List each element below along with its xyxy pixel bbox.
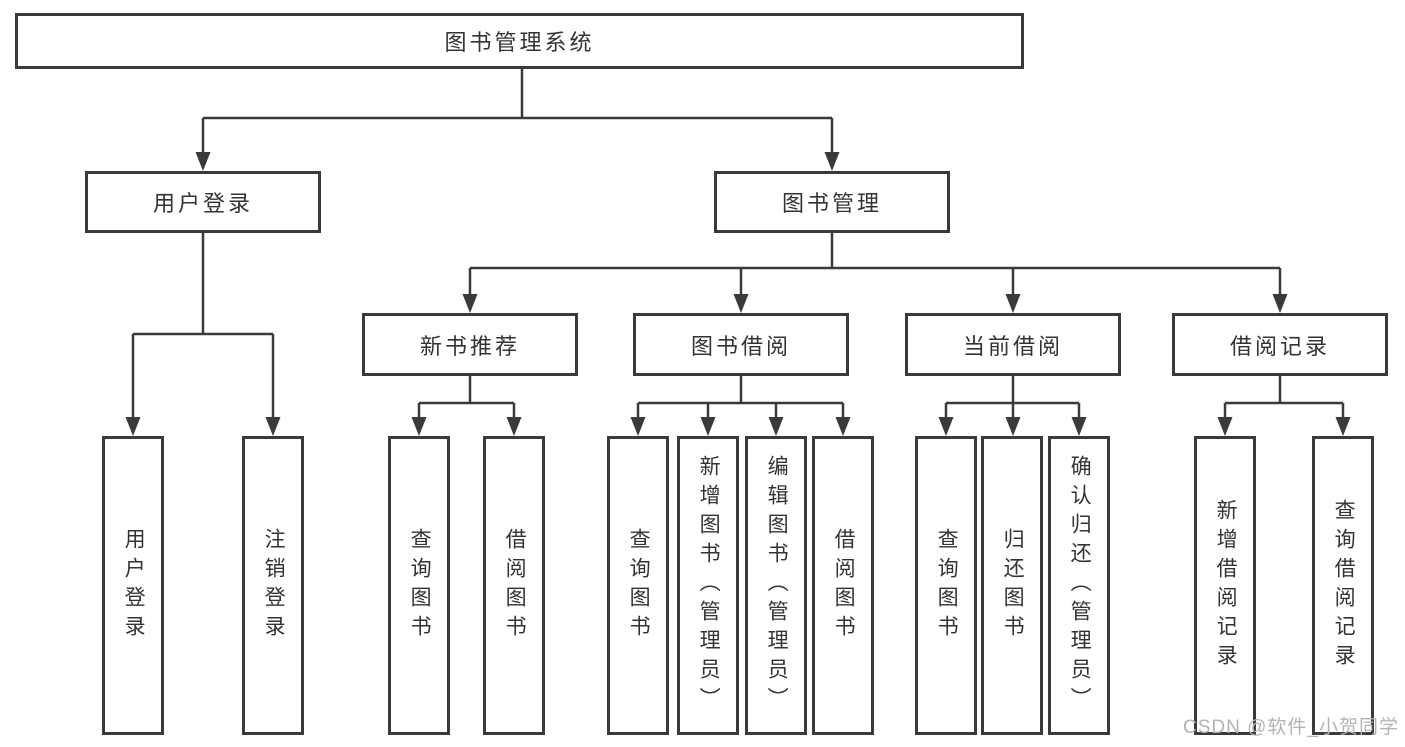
leaf-borrow-books-recommend: 借阅图书 <box>483 436 545 735</box>
node-label: 注销登录 <box>262 527 286 644</box>
leaf-add-books-admin: 新增图书（管理员） <box>677 436 739 735</box>
node-label: 当前借阅 <box>962 333 1063 359</box>
node-new-book-recommend: 新书推荐 <box>362 313 578 376</box>
leaf-edit-books-admin: 编辑图书（管理员） <box>745 436 807 735</box>
node-label: 新书推荐 <box>419 333 520 359</box>
leaf-query-borrow-record: 查询借阅记录 <box>1312 436 1374 735</box>
node-current-borrow: 当前借阅 <box>905 313 1121 376</box>
node-label: 借阅图书 <box>503 527 527 644</box>
leaf-confirm-return-admin: 确认归还（管理员） <box>1048 436 1110 735</box>
leaf-logout: 注销登录 <box>242 436 304 735</box>
node-label: 图书管理系统 <box>444 30 595 55</box>
node-label: 确认归还（管理员） <box>1068 455 1092 716</box>
edge-records-to-leaves <box>1223 376 1345 418</box>
node-label: 归还图书 <box>1001 527 1025 644</box>
edge-userlogin-to-leaves <box>131 233 275 418</box>
node-book-borrow: 图书借阅 <box>633 313 849 376</box>
node-label: 查询借阅记录 <box>1332 498 1356 673</box>
node-label: 图书借阅 <box>690 333 791 359</box>
leaf-query-books-borrow: 查询图书 <box>607 436 669 735</box>
leaf-return-books: 归还图书 <box>981 436 1043 735</box>
leaf-add-borrow-record: 新增借阅记录 <box>1194 436 1256 735</box>
node-label: 查询图书 <box>627 527 651 644</box>
node-label: 编辑图书（管理员） <box>765 455 789 716</box>
node-label: 用户登录 <box>152 191 253 216</box>
leaf-query-books-recommend: 查询图书 <box>388 436 450 735</box>
edge-borrow-to-leaves <box>636 376 845 418</box>
node-label: 新增借阅记录 <box>1214 498 1238 673</box>
edge-current-to-leaves <box>944 376 1081 418</box>
edge-bookmgmt-to-level3 <box>468 233 1282 295</box>
edge-recommend-to-leaves <box>417 376 516 418</box>
node-label: 借阅图书 <box>832 527 856 644</box>
node-label: 新增图书（管理员） <box>697 455 721 716</box>
leaf-borrow-books: 借阅图书 <box>812 436 874 735</box>
node-label: 查询图书 <box>935 527 959 644</box>
node-borrow-records: 借阅记录 <box>1172 313 1388 376</box>
csdn-watermark: CSDN @软件_小贺同学 <box>1183 717 1399 738</box>
node-user-login: 用户登录 <box>85 171 321 233</box>
leaf-query-books-current: 查询图书 <box>915 436 977 735</box>
node-label: 用户登录 <box>122 527 146 644</box>
node-library-system: 图书管理系统 <box>15 13 1024 69</box>
node-label: 查询图书 <box>408 527 432 644</box>
leaf-user-login: 用户登录 <box>102 436 164 735</box>
node-book-management: 图书管理 <box>714 171 950 233</box>
edge-root-to-level2 <box>201 69 834 153</box>
node-label: 图书管理 <box>781 191 882 216</box>
node-label: 借阅记录 <box>1229 333 1330 359</box>
